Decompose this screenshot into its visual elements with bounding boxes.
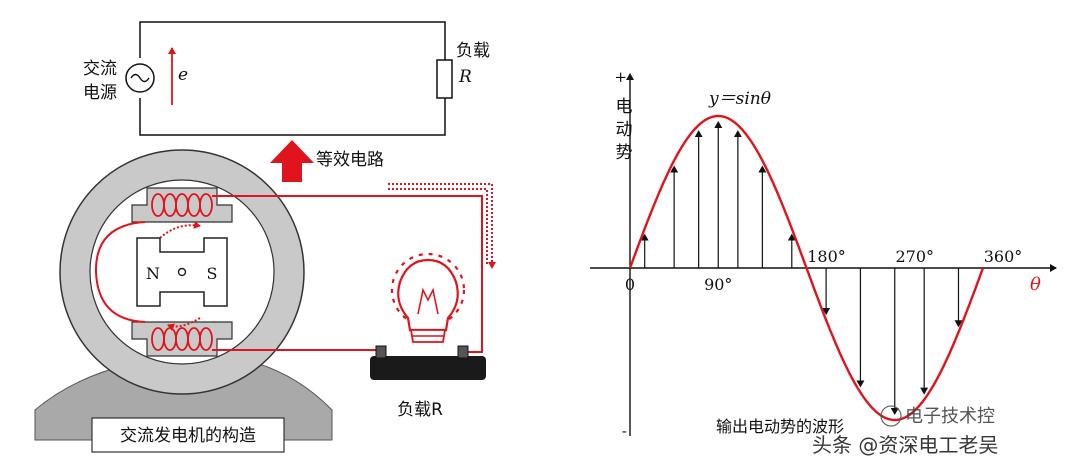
generator-diagram: 交流发电机的构造 N S [34,149,496,453]
source-label-line2: 电源 [83,83,117,103]
y-axis-label-1: 电 [616,97,633,117]
lower-coil [151,327,213,351]
upper-coil [151,193,213,217]
sine-symbol-icon [130,73,150,83]
generator-caption: 交流发电机的构造 [120,426,256,446]
north-pole-label: N [146,264,160,283]
origin-label: 0 [625,275,635,294]
x-tick-label: 270° [895,247,934,266]
upper-pole-piece [131,187,233,223]
south-pole-label: S [207,264,218,283]
wire-upper [212,195,483,353]
function-label: y＝sinθ [708,89,771,109]
x-axis-label: θ [1030,274,1041,295]
y-minus-mark: - [622,422,627,440]
source-label-line1: 交流 [83,59,117,79]
load-resistor-symbol [436,59,453,99]
up-arrow-icon [270,140,314,182]
bulb-load-label: 负载R [397,400,443,420]
y-axis-label-2: 动 [616,120,633,140]
rotor-axis [177,267,187,277]
terminal-right [457,345,469,359]
bulb-filament [417,287,439,315]
emf-symbol: e [178,65,188,85]
load-symbol: R [458,67,472,87]
watermark-line2: 头条 @资深电工老吴 [812,433,998,457]
y-plus-mark: + [614,68,627,86]
watermark-logo-icon [880,405,902,427]
lamp-holder-base [370,356,486,380]
x-tick-label: 90° [704,275,732,294]
y-axis-label-3: 势 [616,143,633,163]
current-direction-arrow-2 [388,188,488,266]
bulb-icon [397,258,459,332]
x-tick-label: 360° [984,247,1023,266]
watermark-line1: 电子技术控 [905,406,995,427]
terminal-left [375,345,387,359]
emf-sine-chart: + - 电 动 势 y＝sinθ θ 0 90° 180° 270° 360° 输出电… [590,68,1057,440]
x-tick-labels: 90° 180° 270° 360° [704,247,1022,294]
caption-box [91,417,285,453]
load-label: 负载 [456,41,490,61]
bulb-glow-rays [390,252,466,328]
emf-arrows [640,121,963,415]
equivalent-circuit: 交流 电源 e 负载 R 等效电路 [83,21,490,182]
x-tick-label: 180° [807,247,846,266]
current-direction-arrow-1 [388,183,496,269]
light-bulb-load: 负载R [370,252,486,420]
sine-curve [628,114,985,422]
equivalent-circuit-label: 等效电路 [316,150,384,170]
watermark: 电子技术控 头条 @资深电工老吴 [811,405,1000,459]
chart-caption: 输出电动势的波形 [716,417,844,436]
flux-line-left [94,221,146,323]
